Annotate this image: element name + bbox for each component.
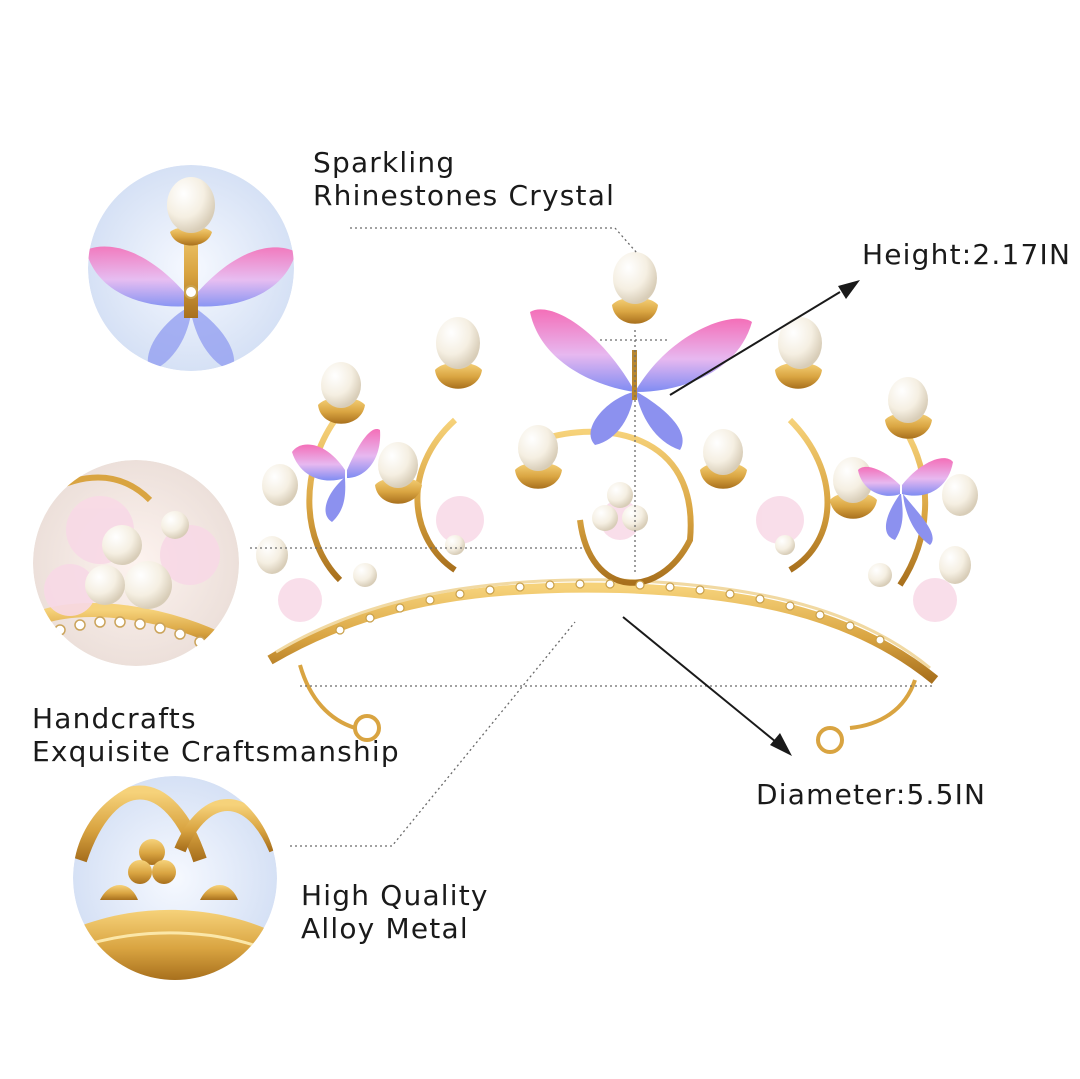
alloy-metal-label: High Quality Alloy Metal	[301, 879, 489, 945]
sparkling-rhinestones-label: Sparkling Rhinestones Crystal	[313, 146, 615, 212]
butterfly-icon	[88, 246, 294, 371]
detail-circle-butterfly	[88, 165, 294, 371]
diameter-text: Diameter:5.5IN	[756, 778, 987, 811]
measurement-guides	[250, 227, 935, 847]
pearl-icon	[613, 252, 657, 304]
butterfly-icon	[292, 429, 381, 522]
butterfly-icon	[858, 458, 953, 545]
height-text: Height:2.17IN	[862, 238, 1072, 271]
butterfly-icon	[530, 309, 752, 450]
handcrafts-line-2: Exquisite Craftsmanship	[32, 735, 400, 768]
tiara	[256, 252, 978, 754]
alloy-line-2: Alloy Metal	[301, 912, 469, 945]
alloy-line-1: High Quality	[301, 879, 489, 912]
diameter-label: Diameter:5.5IN	[756, 778, 986, 811]
detail-circle-alloy	[73, 776, 277, 980]
arrow-icon	[622, 616, 792, 756]
height-label: Height:2.17IN	[862, 238, 1071, 271]
pearl-icon	[167, 177, 215, 233]
handcrafts-line-1: Handcrafts	[32, 702, 197, 735]
sparkling-line-2: Rhinestones Crystal	[313, 179, 616, 212]
detail-circle-craftsmanship	[33, 460, 239, 666]
sparkling-line-1: Sparkling	[313, 146, 456, 179]
arrow-icon	[669, 280, 860, 396]
handcrafts-label: Handcrafts Exquisite Craftsmanship	[32, 702, 400, 768]
